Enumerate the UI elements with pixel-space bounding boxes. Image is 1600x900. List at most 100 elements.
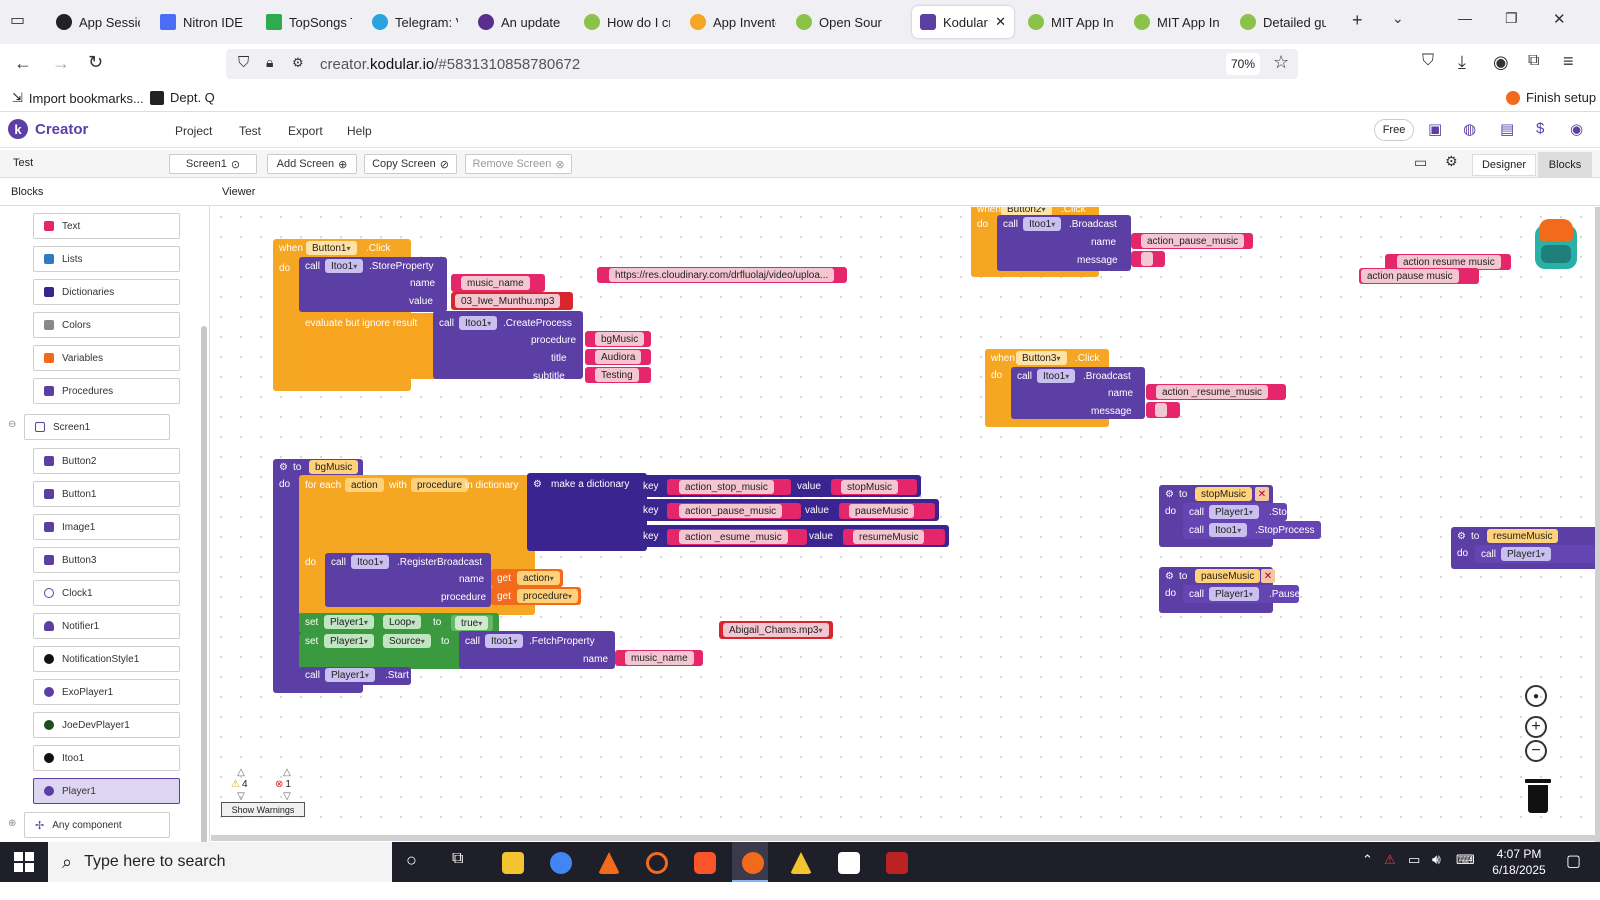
procedure-name-field[interactable]: resumeMusic (1487, 529, 1559, 543)
close-icon[interactable]: ✕ (1261, 569, 1275, 583)
component-notificationstyle1[interactable]: NotificationStyle1 (33, 646, 180, 672)
close-window-icon[interactable]: ✕ (1553, 11, 1566, 28)
tab-update[interactable]: An update fi (470, 6, 572, 38)
recenter-icon[interactable]: ● (1525, 685, 1547, 707)
tray-chevron-icon[interactable]: ⌃ (1362, 852, 1373, 867)
volume-icon[interactable]: 🔊︎ (1432, 851, 1441, 867)
tree-screen1[interactable]: Screen1 (24, 414, 170, 440)
finish-setup[interactable]: Finish setup (1506, 90, 1596, 105)
network-icon[interactable]: ▭ (1408, 852, 1421, 867)
tab-detailed-guide[interactable]: Detailed gui (1232, 6, 1334, 38)
drawer-text[interactable]: Text (33, 213, 180, 239)
close-tab-icon[interactable]: ✕ (995, 14, 1006, 29)
make-dictionary[interactable] (527, 473, 647, 551)
gear-icon[interactable]: ⚙ (533, 479, 542, 490)
component-itoo1[interactable]: Itoo1 (33, 745, 180, 771)
text-value[interactable]: 03_Iwe_Munthu.mp3 (455, 294, 561, 308)
tab-app-session[interactable]: App Session (48, 6, 148, 38)
cortana-icon[interactable]: ○ (406, 850, 417, 870)
remove-screen-button[interactable]: Remove Screen⊗ (465, 154, 572, 174)
text-value[interactable]: resumeMusic (853, 530, 925, 544)
drawer-colors[interactable]: Colors (33, 312, 180, 338)
tab-telegram[interactable]: Telegram: Vi (364, 6, 466, 38)
extensions-icon[interactable]: ⧉ (1528, 52, 1540, 69)
component-dropdown[interactable]: Itoo1 (459, 316, 498, 330)
text-value[interactable]: action_stop_music (679, 480, 774, 494)
text-value[interactable]: action _esume_music (679, 530, 788, 544)
empty-text-value[interactable] (1155, 403, 1167, 417)
component-button1[interactable]: Button1 (33, 481, 180, 507)
call-storeproperty[interactable] (299, 257, 447, 312)
component-dropdown[interactable]: Button2 (1001, 207, 1052, 216)
loop-var-procedure[interactable]: procedure (411, 478, 469, 492)
component-dropdown[interactable]: Player1 (325, 668, 375, 682)
search-app-icon[interactable] (646, 852, 668, 874)
component-dropdown[interactable]: Button3 (1016, 351, 1067, 365)
component-exoplayer1[interactable]: ExoPlayer1 (33, 679, 180, 705)
menu-help[interactable]: Help (347, 124, 372, 138)
trash-icon[interactable] (1525, 777, 1551, 813)
zoom-in-icon[interactable]: + (1525, 716, 1547, 738)
component-dropdown[interactable]: Player1 (1209, 505, 1259, 519)
notifications-icon[interactable]: ▢ (1566, 853, 1582, 870)
bookmark-import[interactable]: ⇲Import bookmarks... (12, 90, 144, 106)
menu-project[interactable]: Project (175, 124, 213, 138)
component-dropdown[interactable]: Itoo1 (351, 555, 390, 569)
property-dropdown[interactable]: Loop (383, 615, 422, 629)
error-up-icon[interactable]: △ (283, 767, 291, 778)
show-warnings-button[interactable]: Show Warnings (221, 802, 305, 817)
folder-icon[interactable]: ▣ (1428, 121, 1443, 138)
component-dropdown[interactable]: Player1 (324, 615, 374, 629)
tab-mit-2[interactable]: MIT App Inv (1126, 6, 1228, 38)
keyboard-icon[interactable]: ⌨ (1456, 852, 1475, 867)
component-dropdown[interactable]: Player1 (324, 634, 374, 648)
add-screen-button[interactable]: Add Screen⊕ (267, 154, 357, 174)
component-dropdown[interactable]: Button1 (306, 241, 357, 255)
component-player1[interactable]: Player1 (33, 778, 180, 804)
procedure-name-field[interactable]: stopMusic (1195, 487, 1253, 501)
component-dropdown[interactable]: Itoo1 (1209, 523, 1248, 537)
minimize-icon[interactable]: — (1458, 10, 1472, 26)
menu-export[interactable]: Export (288, 124, 323, 138)
property-dropdown[interactable]: Source (383, 634, 431, 648)
bookmark-dept-q[interactable]: Dept. Q (150, 90, 215, 105)
taskbar-clock[interactable]: 4:07 PM 6/18/2025 (1486, 846, 1552, 878)
procedure-name-field[interactable]: bgMusic (309, 460, 359, 474)
text-value[interactable]: music_name (625, 651, 694, 665)
drawer-dictionaries[interactable]: Dictionaries (33, 279, 180, 305)
loop-var-action[interactable]: action (345, 478, 384, 492)
address-bar[interactable] (226, 49, 1298, 79)
taskbar-search[interactable]: ⌕Type here to search (48, 842, 392, 882)
component-dropdown[interactable]: Itoo1 (325, 259, 364, 273)
text-value[interactable]: action _resume_music (1156, 385, 1269, 399)
lock-icon[interactable]: 🔒︎ (266, 54, 274, 70)
dollar-icon[interactable]: $ (1536, 120, 1545, 137)
zoom-level[interactable]: 70% (1226, 53, 1260, 75)
close-icon[interactable]: ✕ (1255, 487, 1269, 501)
component-dropdown[interactable]: Player1 (1501, 547, 1551, 561)
text-value[interactable]: bgMusic (595, 332, 645, 346)
text-value[interactable]: Abigail_Chams.mp3 (723, 623, 829, 637)
preview-icon[interactable]: ▭ (1414, 154, 1428, 170)
empty-text-value[interactable] (1141, 252, 1153, 266)
account-icon[interactable]: ◉ (1493, 52, 1509, 72)
component-notifier1[interactable]: Notifier1 (33, 613, 180, 639)
text-value[interactable]: music_name (461, 276, 530, 290)
winrar-icon[interactable] (886, 852, 908, 874)
component-dropdown[interactable]: Itoo1 (1023, 217, 1062, 231)
text-value[interactable]: action_pause_music (679, 504, 783, 518)
workspace-hscrollbar[interactable] (211, 835, 1595, 841)
call-broadcast[interactable] (1011, 367, 1145, 419)
chrome-icon[interactable] (550, 852, 572, 874)
download-icon[interactable]: ⤓ (1458, 52, 1466, 72)
screen-select-button[interactable]: Screen1⊙ (169, 154, 257, 174)
component-button2[interactable]: Button2 (33, 448, 180, 474)
text-value[interactable]: Audiora (595, 350, 642, 364)
component-image1[interactable]: Image1 (33, 514, 180, 540)
designer-button[interactable]: Designer (1472, 154, 1536, 176)
file-explorer-icon[interactable] (502, 852, 524, 874)
workspace-vscrollbar[interactable] (1595, 207, 1600, 847)
gear-icon[interactable]: ⚙ (279, 462, 288, 473)
text-value[interactable]: action pause music (1361, 269, 1459, 283)
error-down-icon[interactable]: ▽ (283, 791, 291, 802)
